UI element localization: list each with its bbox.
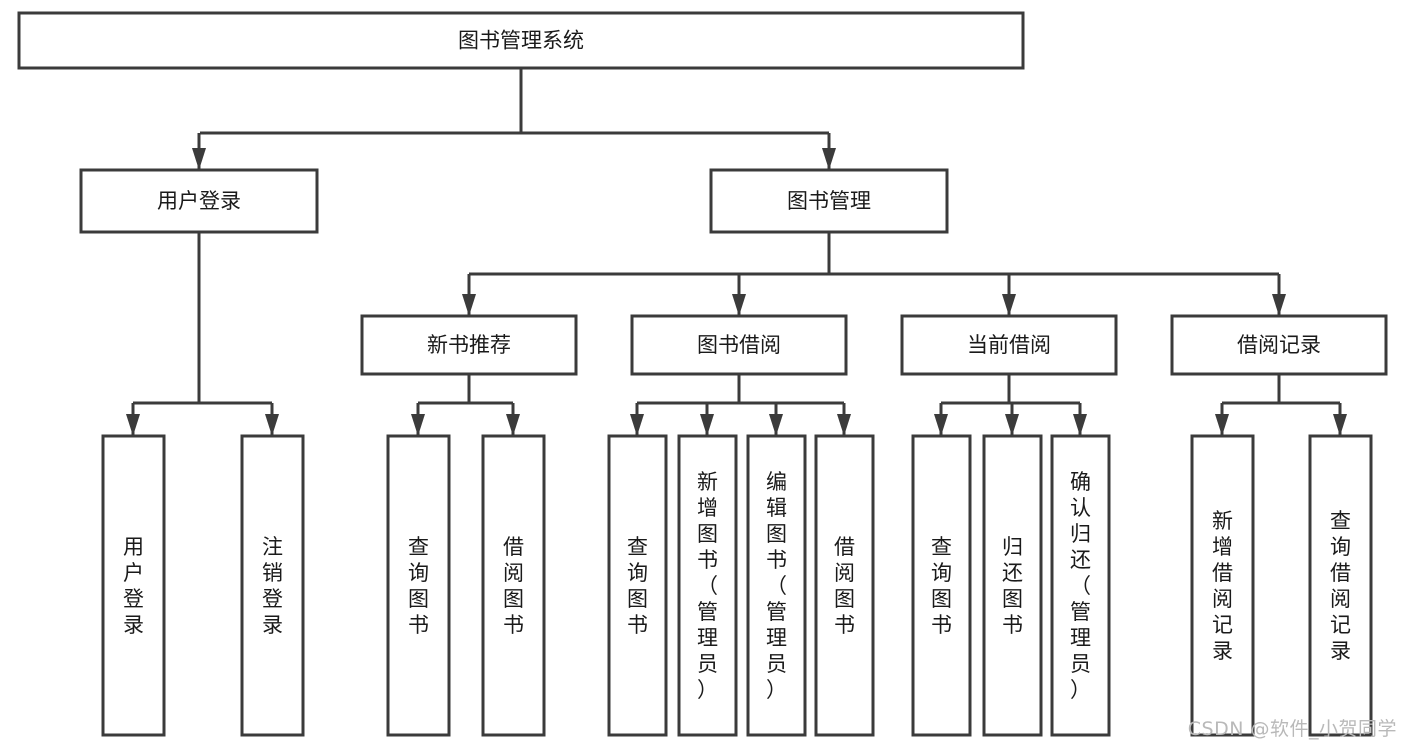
- arrow-leaf-borrow-book-bb: [837, 414, 851, 436]
- node-leaf-query-book-bb[interactable]: 查询图书: [607, 434, 668, 737]
- node-leaf-add-book[interactable]: 新增图书（管理员）: [677, 434, 738, 737]
- connector-layer: [131, 68, 1342, 436]
- node-label-leaf-query-book-rec: 查询图书: [408, 535, 429, 637]
- node-label-user-login: 用户登录: [157, 189, 241, 213]
- node-box-leaf-logout: [240, 434, 305, 737]
- node-label-leaf-query-book-cb: 查询图书: [931, 535, 952, 637]
- node-root[interactable]: 图书管理系统: [17, 11, 1025, 70]
- arrow-book-manage: [822, 148, 836, 170]
- node-label-leaf-return-book: 归还图书: [1002, 535, 1023, 637]
- node-box-root: [17, 11, 1025, 70]
- node-leaf-edit-book[interactable]: 编辑图书（管理员）: [746, 434, 807, 737]
- node-layer: 图书管理系统用户登录图书管理新书推荐图书借阅当前借阅借阅记录用户登录注销登录查询…: [17, 11, 1388, 737]
- arrow-current-borrow: [1002, 294, 1016, 316]
- arrow-leaf-query-book-bb: [630, 414, 644, 436]
- arrowhead-layer: [126, 148, 1347, 436]
- arrow-new-book-rec: [462, 294, 476, 316]
- node-label-leaf-edit-book: 编辑图书（管理员）: [766, 470, 787, 702]
- node-leaf-return-book[interactable]: 归还图书: [982, 434, 1043, 737]
- node-box-borrow-record: [1170, 314, 1388, 376]
- arrow-leaf-add-book: [700, 414, 714, 436]
- node-label-root: 图书管理系统: [458, 29, 584, 53]
- node-leaf-borrow-book-rec[interactable]: 借阅图书: [481, 434, 546, 737]
- arrow-borrow-record: [1272, 294, 1286, 316]
- node-box-leaf-add-book: [677, 434, 738, 737]
- csdn-watermark: CSDN @软件_小贺同学: [1187, 718, 1397, 740]
- node-box-leaf-query-book-rec: [386, 434, 451, 737]
- node-leaf-borrow-book-bb[interactable]: 借阅图书: [814, 434, 875, 737]
- node-label-leaf-query-book-bb: 查询图书: [627, 535, 648, 637]
- node-box-user-login: [79, 168, 319, 234]
- node-label-leaf-add-book: 新增图书（管理员）: [697, 470, 718, 702]
- arrow-leaf-return-book: [1005, 414, 1019, 436]
- node-box-leaf-borrow-book-bb: [814, 434, 875, 737]
- node-current-borrow[interactable]: 当前借阅: [900, 314, 1118, 376]
- node-box-book-manage: [709, 168, 949, 234]
- node-box-current-borrow: [900, 314, 1118, 376]
- node-label-leaf-confirm-return: 确认归还（管理员）: [1070, 470, 1091, 702]
- arrow-user-login: [192, 148, 206, 170]
- node-box-leaf-borrow-book-rec: [481, 434, 546, 737]
- node-label-leaf-query-record: 查询借阅记录: [1330, 509, 1351, 663]
- node-leaf-logout[interactable]: 注销登录: [240, 434, 305, 737]
- node-box-leaf-query-record: [1308, 434, 1373, 737]
- node-new-book-rec[interactable]: 新书推荐: [360, 314, 578, 376]
- node-leaf-query-record[interactable]: 查询借阅记录: [1308, 434, 1373, 737]
- node-label-leaf-logout: 注销登录: [262, 535, 283, 637]
- node-label-leaf-user-login: 用户登录: [123, 535, 144, 637]
- node-label-leaf-borrow-book-bb: 借阅图书: [834, 535, 855, 637]
- node-label-leaf-add-record: 新增借阅记录: [1212, 509, 1233, 663]
- node-box-leaf-confirm-return: [1050, 434, 1111, 737]
- node-box-new-book-rec: [360, 314, 578, 376]
- node-label-new-book-rec: 新书推荐: [427, 333, 511, 357]
- arrow-leaf-query-record: [1333, 414, 1347, 436]
- arrow-leaf-query-book-cb: [934, 414, 948, 436]
- node-book-borrow[interactable]: 图书借阅: [630, 314, 848, 376]
- arrow-leaf-borrow-book-rec: [506, 414, 520, 436]
- node-leaf-add-record[interactable]: 新增借阅记录: [1190, 434, 1255, 737]
- node-leaf-query-book-rec[interactable]: 查询图书: [386, 434, 451, 737]
- node-book-manage[interactable]: 图书管理: [709, 168, 949, 234]
- node-leaf-user-login[interactable]: 用户登录: [101, 434, 166, 737]
- node-borrow-record[interactable]: 借阅记录: [1170, 314, 1388, 376]
- node-box-leaf-query-book-bb: [607, 434, 668, 737]
- node-label-borrow-record: 借阅记录: [1237, 333, 1321, 357]
- node-label-book-manage: 图书管理: [787, 189, 871, 213]
- node-box-leaf-user-login: [101, 434, 166, 737]
- node-leaf-query-book-cb[interactable]: 查询图书: [911, 434, 972, 737]
- node-label-book-borrow: 图书借阅: [697, 333, 781, 357]
- arrow-leaf-user-login: [126, 414, 140, 436]
- node-box-leaf-return-book: [982, 434, 1043, 737]
- arrow-leaf-confirm-return: [1073, 414, 1087, 436]
- node-box-leaf-add-record: [1190, 434, 1255, 737]
- arrow-leaf-add-record: [1215, 414, 1229, 436]
- arrow-leaf-query-book-rec: [411, 414, 425, 436]
- node-label-leaf-borrow-book-rec: 借阅图书: [503, 535, 524, 637]
- node-box-leaf-edit-book: [746, 434, 807, 737]
- arrow-book-borrow: [732, 294, 746, 316]
- node-label-current-borrow: 当前借阅: [967, 333, 1051, 357]
- node-leaf-confirm-return[interactable]: 确认归还（管理员）: [1050, 434, 1111, 737]
- node-user-login[interactable]: 用户登录: [79, 168, 319, 234]
- arrow-leaf-logout: [265, 414, 279, 436]
- arrow-leaf-edit-book: [769, 414, 783, 436]
- node-box-leaf-query-book-cb: [911, 434, 972, 737]
- node-box-book-borrow: [630, 314, 848, 376]
